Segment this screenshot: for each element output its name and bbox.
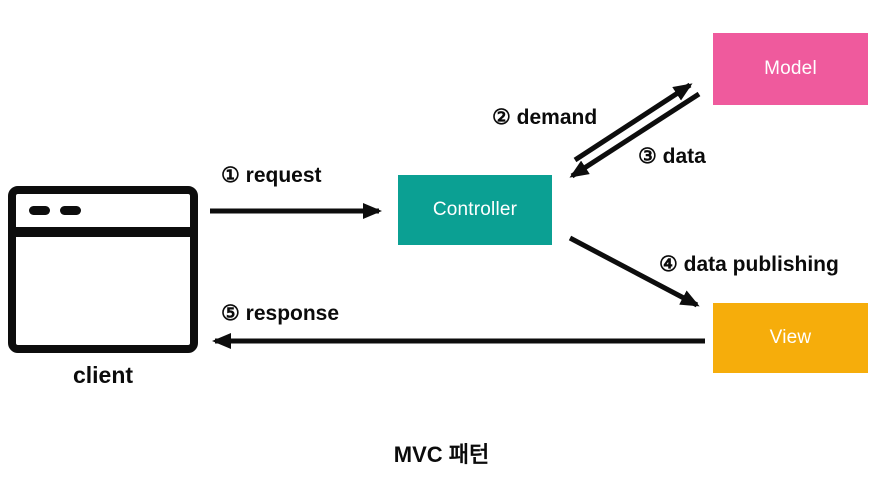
- model-node: Model: [713, 33, 868, 105]
- diagram-title: MVC 패턴: [393, 442, 490, 467]
- client-label: client: [72, 362, 134, 388]
- response-arrow-label: ⑤ response: [221, 302, 340, 325]
- data-arrow: [569, 91, 701, 179]
- data-arrow-label: ③ data: [638, 145, 706, 168]
- view-node-label: View: [769, 327, 812, 348]
- controller-node-label: Controller: [432, 199, 518, 220]
- titlebar-dot-icon: [60, 206, 81, 215]
- client-browser-icon: [8, 186, 198, 353]
- model-node-label: Model: [764, 58, 817, 79]
- request-arrow-label: ① request: [221, 164, 322, 187]
- titlebar-dot-icon: [29, 206, 50, 215]
- controller-node: Controller: [398, 175, 552, 245]
- demand-arrow: [573, 82, 693, 163]
- data-publishing-arrow: [568, 235, 700, 308]
- browser-titlebar: [16, 194, 190, 237]
- demand-arrow-label: ② demand: [492, 106, 598, 129]
- data-publishing-arrow-label: ④ data publishing: [659, 253, 839, 276]
- view-node: View: [713, 303, 868, 373]
